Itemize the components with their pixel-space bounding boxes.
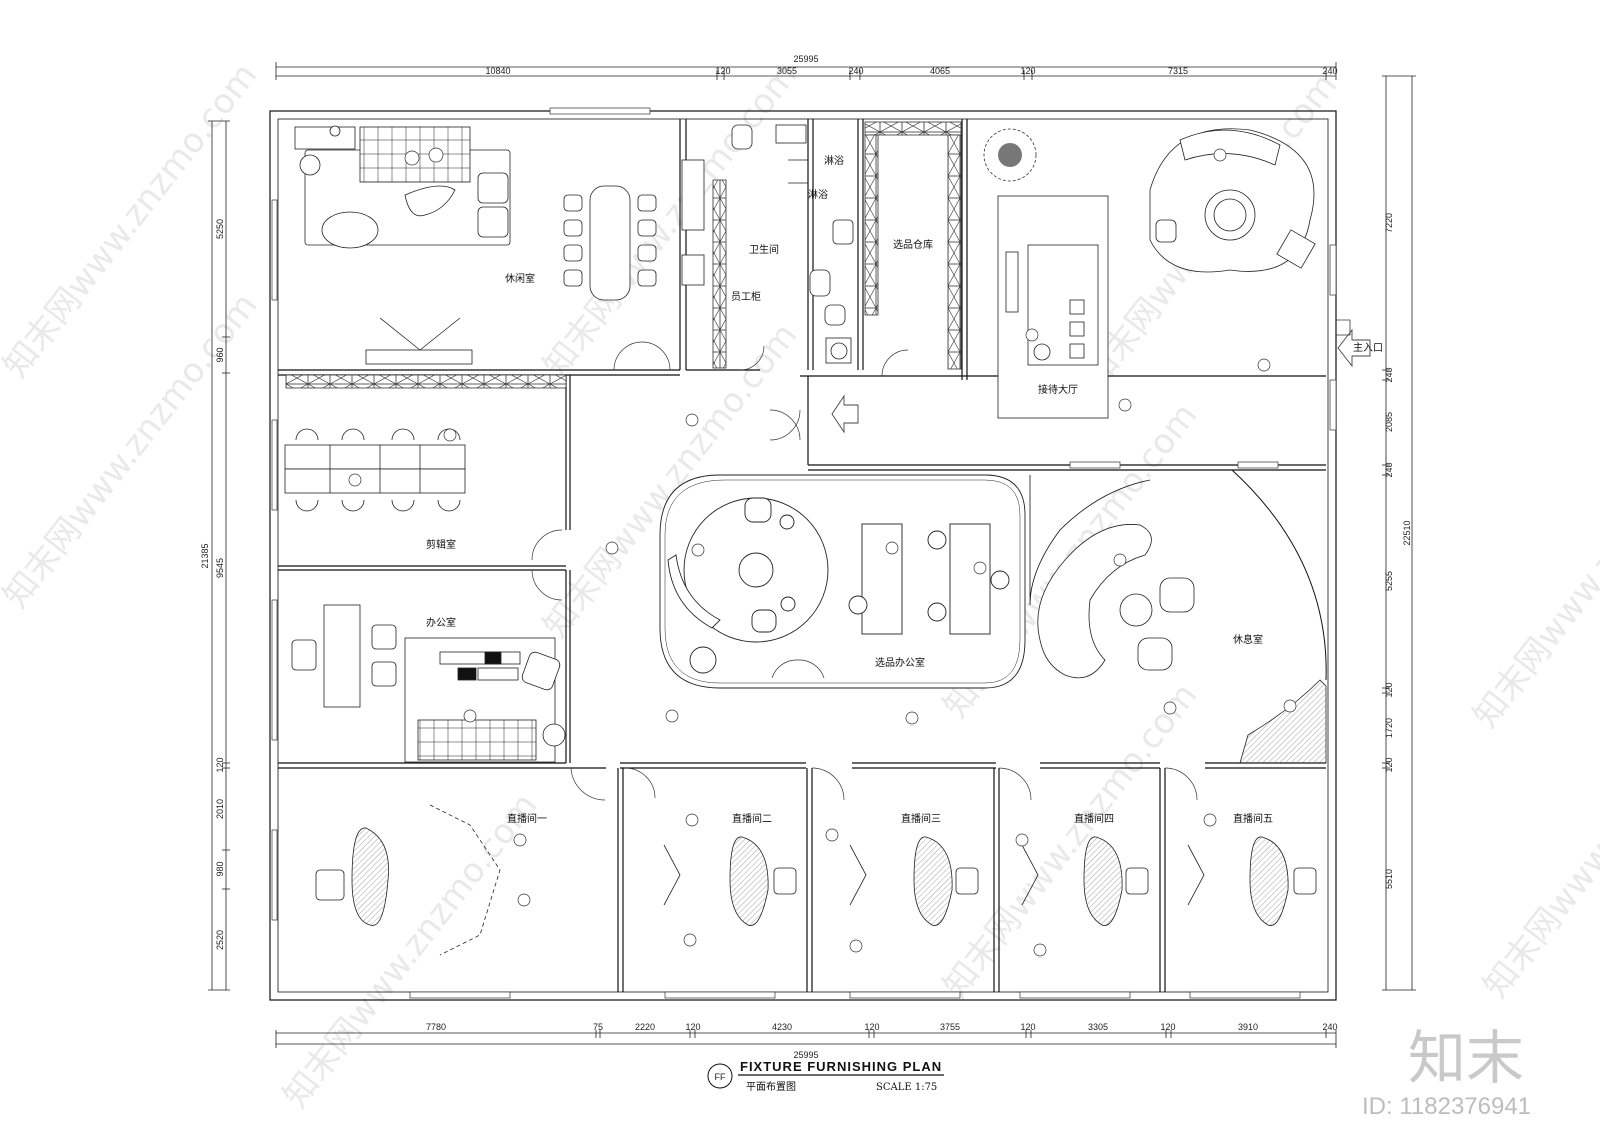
watermark-text: 知末网www.znzmo.com <box>1466 406 1600 736</box>
room-label-shower-1: 淋浴 <box>824 154 844 167</box>
desk-chairs <box>848 530 1010 622</box>
dimension-texts: 25995 10840 120 3055 240 4065 120 7315 2… <box>200 54 1412 1060</box>
room-label-reception: 接待大厅 <box>1038 383 1078 396</box>
room-label-lounge: 休闲室 <box>505 272 535 285</box>
room-label-editing: 剪辑室 <box>426 538 456 551</box>
dim-left-total: 21385 <box>200 543 210 568</box>
dim-bottom: 3910 <box>1238 1022 1258 1032</box>
room-label-rest-room: 休息室 <box>1233 633 1263 646</box>
dim-left: 5250 <box>215 219 225 239</box>
room-label-warehouse: 选品仓库 <box>893 238 933 251</box>
room-label-live-1: 直播间一 <box>507 812 547 825</box>
editing-room-furniture <box>284 428 466 512</box>
brand-watermark: 知末 ID: 1182376941 <box>1362 1024 1531 1120</box>
dim-bottom: 75 <box>593 1022 603 1032</box>
image-id: ID: 1182376941 <box>1362 1093 1531 1120</box>
dim-top: 7315 <box>1168 66 1188 76</box>
dim-right: 240 <box>1384 462 1394 477</box>
watermark-text: 知末网www.znzmo.com <box>276 786 546 1116</box>
dim-left: 9545 <box>215 558 225 578</box>
dim-bottom: 3305 <box>1088 1022 1108 1032</box>
dim-left: 120 <box>215 757 225 772</box>
room-label-office: 办公室 <box>426 616 456 629</box>
title-tag: FF <box>715 1072 726 1082</box>
room-label-restroom: 卫生间 <box>749 243 779 256</box>
dim-top: 240 <box>1322 66 1337 76</box>
dim-right: 5510 <box>1384 869 1394 889</box>
dining-chairs <box>563 194 657 287</box>
dim-bottom: 240 <box>1322 1022 1337 1032</box>
dim-left: 960 <box>215 347 225 362</box>
plant-icon <box>983 128 1037 182</box>
dim-bottom: 4230 <box>772 1022 792 1032</box>
reception-furniture <box>983 128 1316 419</box>
dim-ticks-bottom <box>275 1030 1337 1048</box>
live-room-2 <box>663 836 797 926</box>
plan-scale: SCALE 1:75 <box>876 1082 937 1093</box>
plan-subtitle: 平面布置图 <box>746 1081 796 1093</box>
room-label-selection-office: 选品办公室 <box>875 656 925 669</box>
doors <box>531 319 1351 801</box>
room-label-live-5: 直播间五 <box>1233 812 1273 825</box>
dim-top: 10840 <box>485 66 510 76</box>
dim-bottom: 7780 <box>426 1022 446 1032</box>
brand-logo: 知末 <box>1408 1024 1524 1092</box>
dim-top: 240 <box>848 66 863 76</box>
bathroom-fixtures <box>731 124 854 364</box>
dim-bottom: 2220 <box>635 1022 655 1032</box>
room-label-staff-lockers: 员工柜 <box>731 290 761 303</box>
storage-shelves <box>285 121 962 389</box>
dim-top: 3055 <box>777 66 797 76</box>
dim-top: 120 <box>715 66 730 76</box>
dim-top: 120 <box>1020 66 1035 76</box>
dim-bottom: 120 <box>1160 1022 1175 1032</box>
dim-right: 240 <box>1384 367 1394 382</box>
dim-left: 980 <box>215 861 225 876</box>
dim-bottom: 3755 <box>940 1022 960 1032</box>
dim-bottom: 120 <box>685 1022 700 1032</box>
room-label-main-entrance: 主入口 <box>1353 342 1383 354</box>
dim-left: 2010 <box>215 799 225 819</box>
live-room-4 <box>1021 836 1149 926</box>
room-label-shower-2: 淋浴 <box>808 188 828 201</box>
dim-right-total: 22510 <box>1402 520 1412 545</box>
dim-bottom-total: 25995 <box>793 1050 818 1060</box>
live-room-1 <box>315 804 501 956</box>
lounge-furniture <box>294 125 705 365</box>
dim-ticks-right <box>1382 75 1416 991</box>
arrow-left-icon <box>831 328 1371 434</box>
dim-left: 2520 <box>215 930 225 950</box>
dimension-lines <box>208 62 1416 1048</box>
room-label-live-3: 直播间三 <box>901 812 941 825</box>
windows <box>271 107 1337 999</box>
room-label-live-2: 直播间二 <box>732 812 772 825</box>
live-room-3 <box>849 836 979 926</box>
room-label-live-4: 直播间四 <box>1074 812 1114 825</box>
dim-right: 120 <box>1384 757 1394 772</box>
office-furniture <box>291 604 566 763</box>
live-room-5 <box>1187 836 1317 926</box>
dim-top-total: 25995 <box>793 54 818 64</box>
title-tag-circle <box>707 1063 733 1089</box>
dim-right: 2085 <box>1384 412 1394 432</box>
dim-ticks-left <box>208 120 230 991</box>
title-block: FF FIXTURE FURNISHING PLAN 平面布置图 SCALE 1… <box>707 1059 944 1093</box>
dim-right: 5255 <box>1384 571 1394 591</box>
plan-title: FIXTURE FURNISHING PLAN <box>740 1059 942 1074</box>
dim-right: 7220 <box>1384 213 1394 233</box>
room-labels: 休闲室 卫生间 员工柜 淋浴 淋浴 选品仓库 接待大厅 主入口 剪辑室 办公室 … <box>426 154 1383 825</box>
dim-top: 4065 <box>930 66 950 76</box>
person-figures <box>348 147 1297 957</box>
dim-right: 1720 <box>1384 718 1394 738</box>
dim-ticks-top <box>275 62 1337 80</box>
dim-bottom: 120 <box>1020 1022 1035 1032</box>
dim-right: 120 <box>1384 682 1394 697</box>
selection-office <box>659 474 1026 689</box>
office-chairs <box>295 428 461 512</box>
dim-bottom: 120 <box>864 1022 879 1032</box>
